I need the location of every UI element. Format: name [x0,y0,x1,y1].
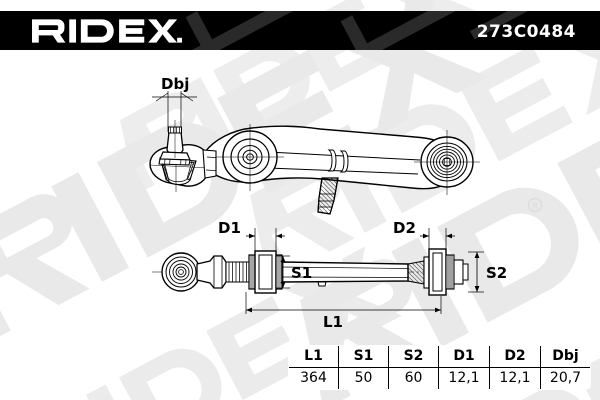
header-s2: S2 [388,346,439,368]
control-arm-perspective-view: Dbj [149,75,480,215]
label-s2: S2 [486,264,507,282]
d2-dimension [420,228,455,250]
label-dbj: Dbj [161,75,189,93]
knuckle-step [202,149,217,179]
table-header-row: L1 S1 S2 D1 D2 Dbj [289,346,590,368]
value-d2: 12,1 [489,367,541,389]
lower-bracket-tab [317,177,339,215]
label-s1: S1 [291,264,312,282]
ball-joint-stud [158,120,191,166]
table-row: 364 50 60 12,1 12,1 20,7 [289,367,590,389]
threaded-section-right [407,260,425,285]
value-dbj: 20,7 [540,367,590,389]
control-arm-side-view: D1 D2 S1 S2 [152,219,507,331]
header-s1: S1 [338,346,389,368]
side-bushing-right [423,248,469,296]
part-number: 273C0484 [476,22,576,42]
header-bar: 273C0484 [0,11,600,50]
value-s1: 50 [338,367,389,389]
label-l1: L1 [323,313,343,331]
value-d1: 12,1 [438,367,490,389]
value-l1: 364 [289,367,339,389]
threaded-section-left [225,261,251,283]
dbj-dimension [152,91,197,132]
label-d2: D2 [393,219,416,237]
header-dbj: Dbj [540,346,590,368]
label-d1: D1 [218,219,241,237]
header-d2: D2 [489,346,541,368]
header-d1: D1 [438,346,490,368]
s2-dimension [468,251,484,293]
l1-dimension [245,292,442,314]
ridex-logo [32,19,182,43]
value-s2: 60 [388,367,439,389]
d1-dimension [246,228,285,252]
header-l1: L1 [289,346,339,368]
dimension-table: L1 S1 S2 D1 D2 Dbj 364 50 60 12,1 12,1 2… [288,345,591,390]
side-bushing-left [248,250,283,294]
side-ball-joint [161,252,201,292]
